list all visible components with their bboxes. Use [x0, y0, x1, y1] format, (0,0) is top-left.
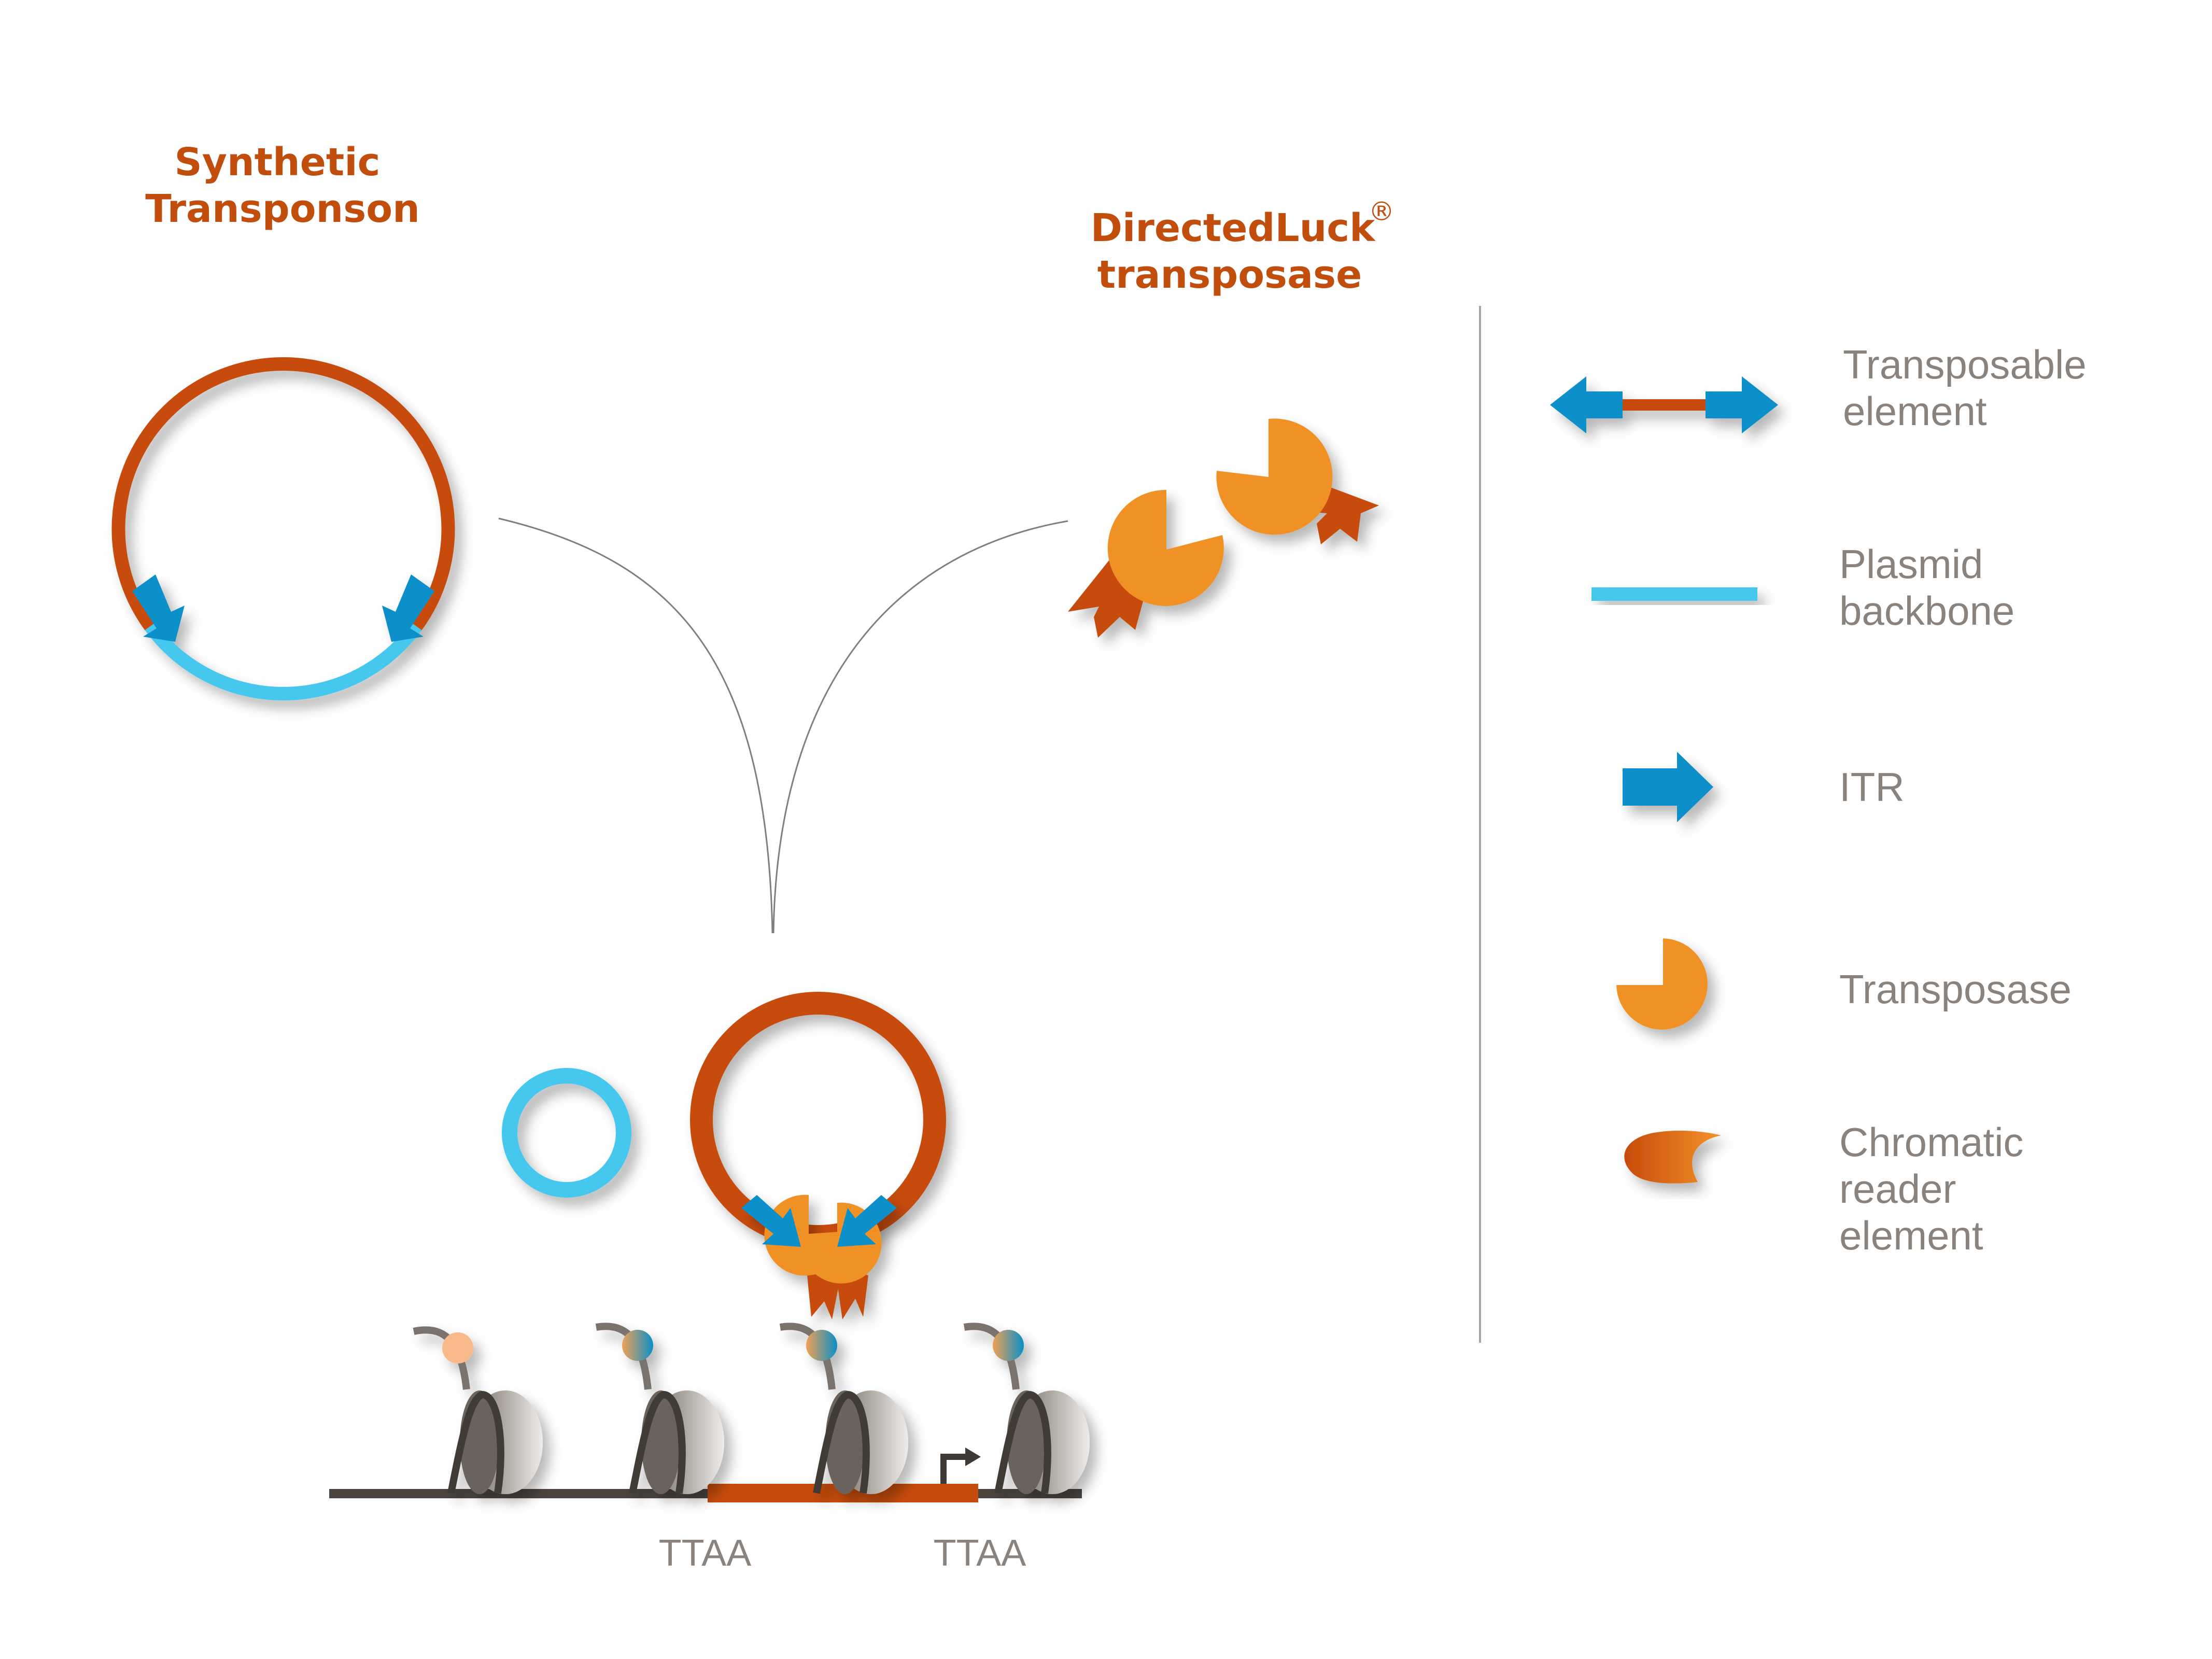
itr-arrow-complex-right [837, 1195, 897, 1247]
nucleosome-2 [595, 1323, 724, 1494]
legend-itr-icon [1623, 752, 1713, 822]
legend-label-reader-3: element [1839, 1213, 1983, 1258]
synthetic-transposon-plasmid [111, 357, 455, 700]
legend-backbone-swatch [1591, 587, 1757, 601]
transposon-arc [111, 357, 455, 630]
legend-label-te-2: element [1843, 388, 1987, 434]
registered-mark: ® [1369, 196, 1394, 227]
legend-reader-icon [1624, 1130, 1721, 1184]
transposase-subunit-2 [1216, 418, 1333, 535]
transposon-title-line1: Synthetic [174, 140, 380, 185]
itr-arrow-complex-left [741, 1195, 801, 1247]
transposon-title-line2: Transponson [145, 187, 420, 231]
excised-transposon-circle [690, 992, 946, 1248]
histone-mark [442, 1332, 473, 1363]
legend-transposase-icon [1616, 938, 1708, 1030]
promoter-arrow [940, 1454, 968, 1484]
nucleosome-4 [963, 1323, 1090, 1494]
legend-label-transposase: Transposase [1839, 966, 2072, 1012]
legend-transposable-element [1550, 376, 1778, 433]
backbone-arc [145, 622, 422, 700]
connector-curve-left [498, 517, 773, 934]
histone-wrap [994, 1390, 1051, 1494]
histone-mark [806, 1330, 837, 1361]
site-label-right: TTAA [934, 1533, 1026, 1574]
legend-label-reader-2: reader [1839, 1166, 1956, 1212]
te-core [1617, 399, 1711, 411]
legend-label-itr: ITR [1839, 764, 1905, 810]
itr-arrow-right [382, 574, 434, 642]
transposase-subunit-1 [1107, 489, 1224, 606]
transposase-title-line1: DirectedLuck [1091, 206, 1376, 250]
histone-mark [993, 1330, 1024, 1361]
itr-arrow-left [132, 574, 185, 642]
histone-wrap [629, 1390, 686, 1494]
te-arrow-right [1706, 376, 1778, 433]
transposase-subunit-4 [764, 1194, 846, 1276]
site-label-left: TTAA [659, 1533, 752, 1574]
transposase-dimer [1068, 418, 1379, 638]
transposase-title-line2: transposase [1097, 252, 1362, 297]
histone-mark [622, 1330, 653, 1361]
nucleosome-3 [779, 1323, 908, 1494]
histone-wrap [447, 1390, 504, 1494]
nucleosome-1 [413, 1326, 543, 1494]
promoter-arrowhead [965, 1447, 981, 1466]
connector-curve-right [772, 520, 1068, 934]
transposase-complex [741, 1194, 897, 1319]
excised-backbone-circle [502, 1068, 631, 1198]
histone-wrap [813, 1390, 870, 1494]
legend-label-te-1: Transposable [1843, 342, 2087, 387]
legend-label-backbone-2: backbone [1839, 588, 2014, 634]
legend-label-reader-1: Chromatic [1839, 1119, 2023, 1165]
te-arrow-left [1550, 376, 1623, 433]
legend-label-backbone-1: Plasmid [1839, 541, 1983, 587]
